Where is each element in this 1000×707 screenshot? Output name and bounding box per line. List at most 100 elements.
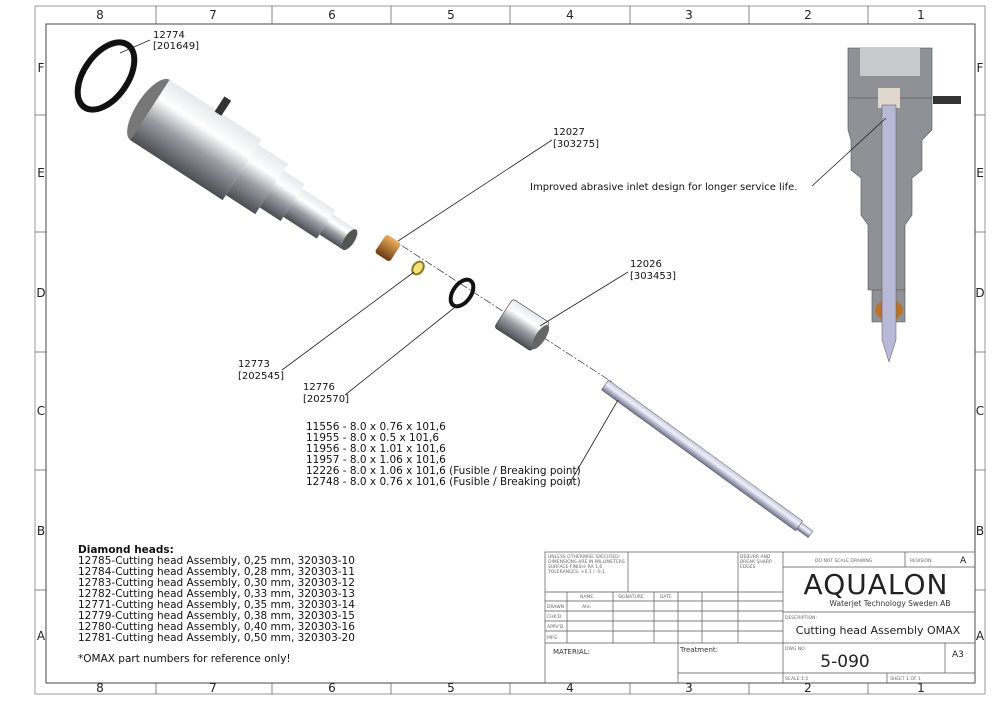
diamond-head-item: 12784-Cutting head Assembly, 0,28 mm, 32…: [78, 566, 355, 578]
col-label: 4: [566, 8, 574, 22]
description: Cutting head Assembly OMAX: [796, 624, 961, 637]
sheet-number: SHEET 1 OF 1: [890, 676, 921, 682]
callout-part: 12026: [630, 259, 662, 270]
section-note: Improved abrasive inlet design for longe…: [530, 182, 797, 193]
callouts: 12774 [201649] 12027 [303275] 12026 [303…: [153, 30, 797, 405]
diamond-head-item: 12785-Cutting head Assembly, 0,25 mm, 32…: [78, 555, 355, 567]
col-label: 7: [209, 8, 217, 22]
callout-omax: [201649]: [153, 41, 199, 52]
drawn-name: Ahn: [582, 604, 591, 610]
tolerance-note: TOLERANCES: +0,1 / -0,1: [547, 569, 605, 575]
tolerance-note: UNLESS OTHERWISE SPECIFIED:: [548, 554, 620, 560]
callout-part: 12776: [303, 382, 335, 393]
dwg-no: 5-090: [820, 652, 869, 672]
row-appvd: APPV'D: [547, 624, 564, 630]
company-subtitle: Waterjet Technology Sweden AB: [830, 599, 951, 608]
row-label: D: [975, 286, 984, 300]
description-label: DESCRIPTION:: [785, 615, 817, 621]
scale: SCALE:1:5: [785, 676, 808, 682]
zone-ticks: [35, 6, 985, 694]
focusing-tube: [601, 379, 814, 538]
tube-item: 11956 - 8.0 x 1.01 x 101,6: [306, 443, 446, 455]
row-mfg: MFG: [547, 635, 557, 641]
dwg-no-label: DWG NO.: [785, 646, 806, 652]
row-label: C: [976, 404, 984, 418]
tube-item: 12748 - 8.0 x 0.76 x 101,6 (Fusible / Br…: [306, 476, 581, 488]
o-ring-12774: [74, 39, 138, 113]
row-chkd: CHK'D: [547, 614, 562, 620]
tube-list: 11556 - 8.0 x 0.76 x 101,6 11955 - 8.0 x…: [306, 421, 581, 488]
abrasive-inlet: [933, 96, 961, 104]
callout-omax: [202545]: [238, 371, 284, 382]
col-label: 8: [96, 8, 104, 22]
col-label: 8: [96, 681, 104, 695]
row-label: E: [37, 166, 45, 180]
row-label: B: [37, 524, 45, 538]
col-label: 1: [917, 8, 925, 22]
section-view: [847, 47, 961, 363]
deburr-note: EDGES: [740, 564, 756, 570]
washer-12773: [411, 260, 425, 276]
material-label: MATERIAL:: [553, 648, 590, 656]
col-label: 1: [917, 681, 925, 695]
diamond-head-item: 12771-Cutting head Assembly, 0,35 mm, 32…: [78, 599, 355, 611]
diamond-head-item: 12783-Cutting head Assembly, 0,30 mm, 32…: [78, 577, 355, 589]
deburr-note: DEBURR AND: [740, 554, 771, 560]
row-drawn: DRAWN: [547, 604, 564, 610]
nozzle-body: [127, 78, 358, 251]
revision: A: [960, 556, 967, 566]
tube-item: 12226 - 8.0 x 1.06 x 101,6 (Fusible / Br…: [306, 465, 581, 477]
callout-omax: [303275]: [553, 139, 599, 150]
do-not-scale: DO NOT SCALE DRAWING: [815, 558, 873, 564]
col-label: 3: [685, 8, 693, 22]
tolerance-note: DIMENSIONS ARE IN MILLIMETERS: [548, 559, 625, 565]
inlet-fitting: [214, 96, 232, 116]
title-block-grid: [544, 551, 976, 684]
row-label: E: [976, 166, 984, 180]
col-label: 3: [685, 681, 693, 695]
diamond-head-item: 12782-Cutting head Assembly, 0,33 mm, 32…: [78, 588, 355, 600]
col-label: 5: [447, 8, 455, 22]
col-label: 4: [566, 681, 574, 695]
row-label: B: [976, 524, 984, 538]
col-name: NAME: [580, 594, 593, 600]
col-label: 7: [209, 681, 217, 695]
diamond-head-item: 12780-Cutting head Assembly, 0,40 mm, 32…: [78, 621, 355, 633]
col-label: 6: [328, 681, 336, 695]
o-ring-12776: [448, 277, 476, 309]
callout-omax: [303453]: [630, 271, 676, 282]
callout-part: 12773: [238, 359, 270, 370]
row-label: A: [976, 629, 985, 643]
inner-frame: [45, 23, 976, 684]
title-block: UNLESS OTHERWISE SPECIFIED: DIMENSIONS A…: [547, 554, 967, 682]
treatment-label: Treatment:: [679, 646, 718, 654]
tube-item: 11957 - 8.0 x 1.06 x 101,6: [306, 454, 446, 466]
col-label: 2: [804, 8, 812, 22]
brass-nut-12027: [375, 235, 401, 261]
col-label: 5: [447, 681, 455, 695]
row-label: C: [37, 404, 45, 418]
callout-part: 12027: [553, 127, 585, 138]
diamond-head-item: 12779-Cutting head Assembly, 0,38 mm, 32…: [78, 610, 355, 622]
company-logo: AQUALON: [804, 568, 949, 601]
callout-part: 12774: [153, 30, 185, 41]
footnote: *OMAX part numbers for reference only!: [78, 653, 291, 665]
center-line: [389, 237, 613, 383]
col-signature: SIGNATURE: [618, 594, 644, 600]
col-label: 6: [328, 8, 336, 22]
diamond-heads-list: Diamond heads: 12785-Cutting head Assemb…: [78, 544, 355, 665]
zone-labels: 8 7 6 5 4 3 2 1 8 7 6 5 4 3 2 1 F E D C …: [36, 8, 985, 695]
row-label: F: [38, 61, 45, 75]
col-date: DATE: [660, 594, 672, 600]
tube-item: 11955 - 8.0 x 0.5 x 101,6: [306, 432, 439, 444]
diamond-head-item: 12781-Cutting head Assembly, 0,50 mm, 32…: [78, 632, 355, 644]
row-label: A: [37, 629, 46, 643]
leader-lines: [119, 39, 887, 487]
col-label: 2: [804, 681, 812, 695]
revision-label: REVISION: [910, 558, 931, 564]
row-label: D: [36, 286, 45, 300]
callout-omax: [202570]: [303, 394, 349, 405]
tolerance-note: SURFACE FINISH: RA 1,6: [548, 564, 602, 570]
hex-nut-12026: [495, 299, 550, 351]
